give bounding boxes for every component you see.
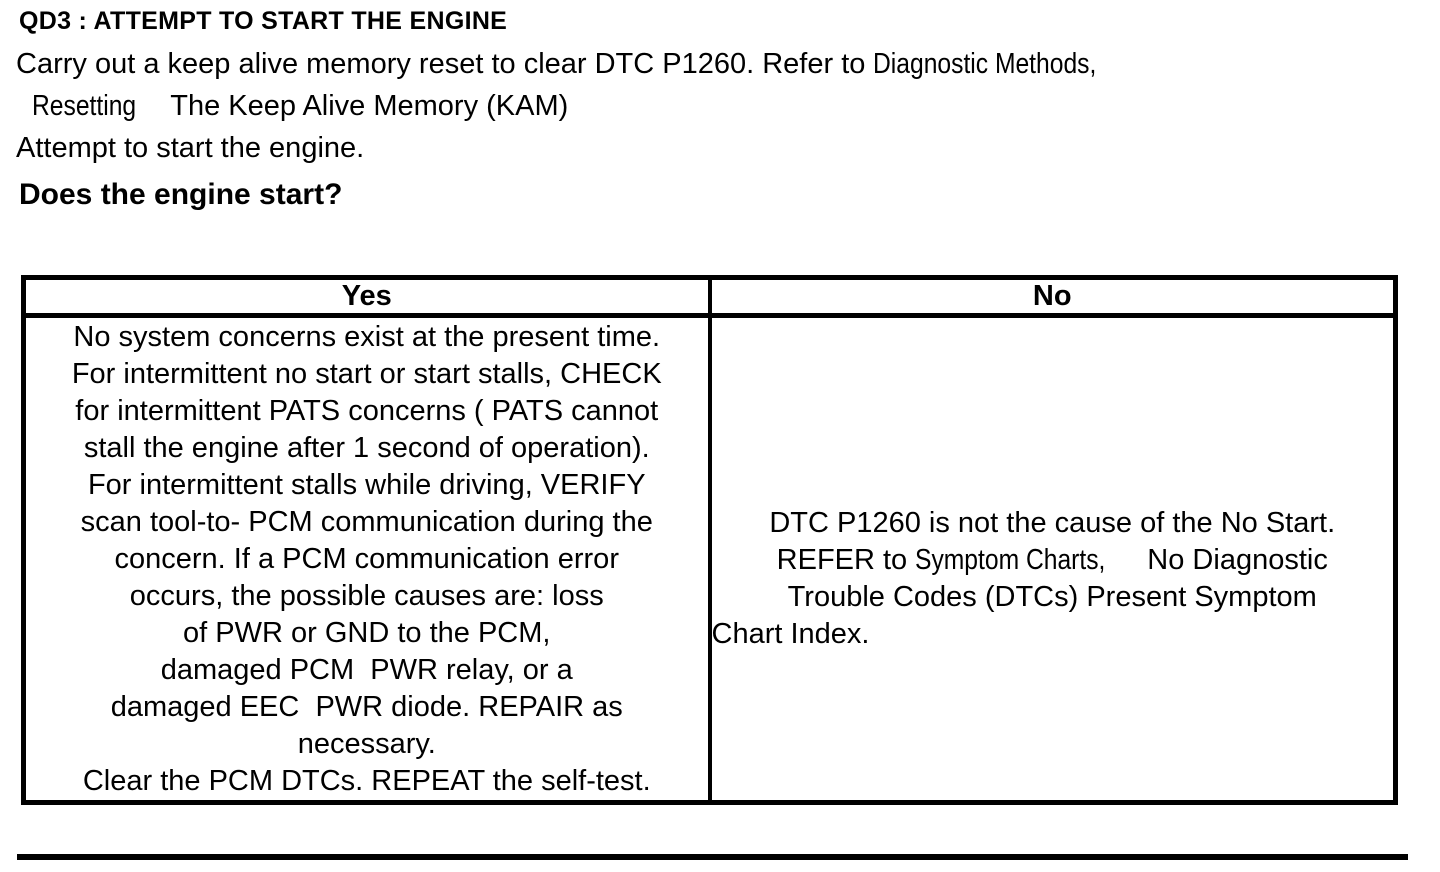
text-line: of PWR or GND to the PCM, [26,615,708,652]
text-segment: Clear the PCM DTCs. REPEAT the self-test… [82,765,651,797]
text-segment: No Diagnostic [1139,544,1328,576]
table-body-row: No system concerns exist at the present … [26,318,1393,800]
column-header-yes: Yes [341,280,392,312]
text-segment: concern. If a PCM communication error [114,543,619,575]
text-line: REFER to Symptom Charts, No Diagnostic [712,542,1394,579]
text-segment: Carry out a keep alive memory reset to c… [16,48,874,80]
text-segment: For intermittent no start or start stall… [71,358,662,390]
decision-table: Yes No No system concerns exist at the p… [21,275,1398,805]
text-line: DTC P1260 is not the cause of the No Sta… [712,505,1394,542]
text-segment: damaged EEC PWR diode. REPAIR as [110,691,623,723]
table-header-row: Yes No [26,280,1393,313]
reference-text: Symptom Charts, [915,544,1106,576]
text-segment: Chart Index. [711,618,870,650]
column-divider [707,280,712,313]
text-line: Attempt to start the engine. [16,127,1136,169]
text-segment: REFER to [776,544,916,576]
text-line: Carry out a keep alive memory reset to c… [16,43,1136,85]
text-segment: stall the engine after 1 second of opera… [83,432,650,464]
text-line: necessary. [26,726,708,763]
text-line: For intermittent no start or start stall… [26,356,708,393]
text-segment: DTC P1260 is not the cause of the No Sta… [769,507,1336,539]
text-segment: The Keep Alive Memory (KAM) [154,90,569,122]
question-text: Does the engine start? [19,178,343,211]
yes-action-cell: No system concerns exist at the present … [26,318,708,800]
text-segment: Attempt to start the engine. [16,132,365,164]
reference-text: Resetting [32,90,137,122]
text-line: No system concerns exist at the present … [26,319,708,356]
text-segment: No system concerns exist at the present … [73,321,661,353]
text-line: Chart Index. [712,616,1394,653]
text-line: Resetting The Keep Alive Memory (KAM) [16,85,1136,127]
text-segment: For intermittent stalls while driving, V… [87,469,646,501]
text-line: scan tool-to- PCM communication during t… [26,504,708,541]
reference-text: Diagnostic Methods, [873,48,1097,80]
no-action-cell: DTC P1260 is not the cause of the No Sta… [712,318,1394,800]
column-divider [707,318,712,800]
text-line: for intermittent PATS concerns ( PATS ca… [26,393,708,430]
text-segment: Trouble Codes (DTCs) Present Symptom [787,581,1317,613]
text-segment: damaged PCM PWR relay, or a [160,654,573,686]
text-segment: for intermittent PATS concerns ( PATS ca… [75,395,659,427]
text-line: damaged PCM PWR relay, or a [26,652,708,689]
text-line: Trouble Codes (DTCs) Present Symptom [712,579,1394,616]
horizontal-rule [17,854,1408,860]
text-segment [16,90,32,122]
text-line: For intermittent stalls while driving, V… [26,467,708,504]
text-line: stall the engine after 1 second of opera… [26,430,708,467]
header-separator-line [26,313,1393,318]
text-line: Clear the PCM DTCs. REPEAT the self-test… [26,763,708,800]
intro-paragraph: Carry out a keep alive memory reset to c… [16,43,1136,169]
text-segment: occurs, the possible causes are: loss [129,580,604,612]
page-title: QD3 : ATTEMPT TO START THE ENGINE [19,7,508,35]
text-segment: necessary. [297,728,436,760]
text-line: occurs, the possible causes are: loss [26,578,708,615]
text-segment: scan tool-to- PCM communication during t… [80,506,653,538]
text-line: concern. If a PCM communication error [26,541,708,578]
column-header-no: No [1032,280,1072,312]
text-segment: of PWR or GND to the PCM, [183,617,551,649]
text-line: damaged EEC PWR diode. REPAIR as [26,689,708,726]
